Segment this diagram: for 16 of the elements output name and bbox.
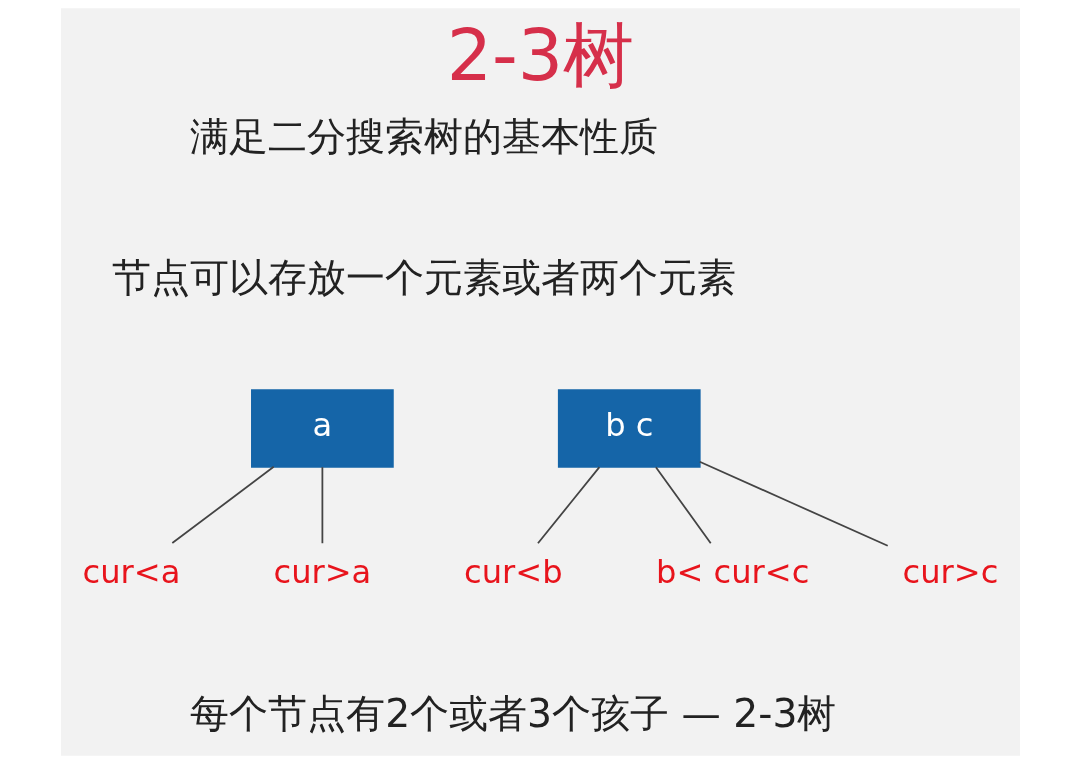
node-text: cur<b: [463, 553, 563, 592]
node-text: cur>a: [272, 553, 371, 592]
node-box: b c: [557, 389, 701, 468]
connector: [536, 466, 600, 545]
connector: [170, 465, 275, 544]
label: 满足二分搜索树的基本性质: [189, 114, 658, 160]
label: 每个节点有2个或者3个孩子 — 2-3树: [189, 690, 836, 736]
node-text: cur>c: [902, 553, 998, 592]
connector: [698, 460, 889, 547]
connector: [654, 466, 712, 545]
diagram-title: 2-3树: [446, 13, 634, 97]
connector: [321, 466, 323, 545]
node-box: a: [250, 389, 394, 468]
node-text: b< cur<c: [655, 553, 809, 592]
label: 节点可以存放一个元素或者两个元素: [111, 255, 736, 301]
node-text: cur<a: [82, 553, 180, 592]
